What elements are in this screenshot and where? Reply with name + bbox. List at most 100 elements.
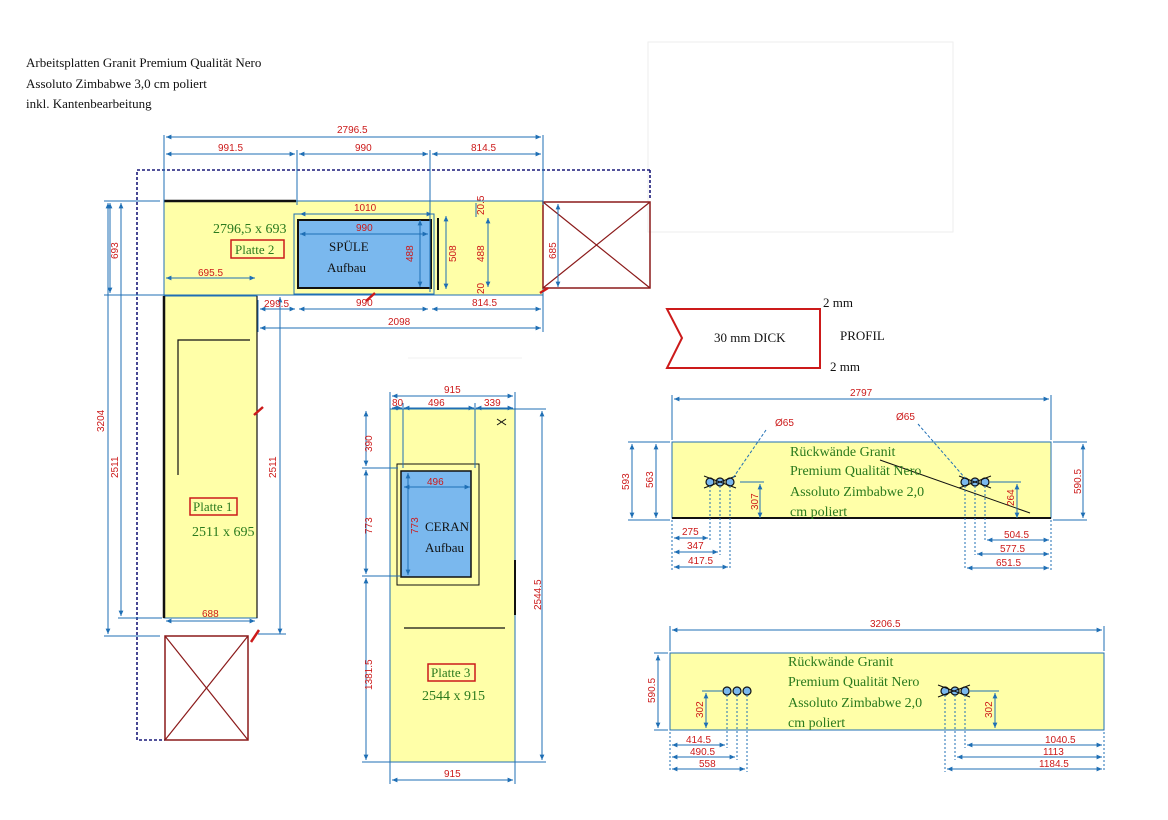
cabinet-box-bottom <box>164 635 249 741</box>
dim-overall: 2796.5 <box>337 125 368 136</box>
plate-3-tag: Platte 3 <box>431 665 470 680</box>
dim-651: 651.5 <box>996 558 1021 569</box>
backsplash-2-line-2: Premium Qualität Nero <box>788 675 919 690</box>
sink-cutout <box>297 219 432 289</box>
dim-414: 414.5 <box>686 735 711 746</box>
cabinet-cross <box>164 635 249 741</box>
hole-diameter-left: Ø65 <box>775 418 794 429</box>
dim-2544: 2544.5 <box>533 579 544 610</box>
dim-693: 693 <box>110 242 121 259</box>
top-dimension-lines <box>104 134 561 637</box>
dim-488-in: 488 <box>405 245 416 262</box>
dim-390: 390 <box>364 435 375 452</box>
plate-2-tag: Platte 2 <box>235 242 274 257</box>
plate-3-tag-box <box>427 663 476 682</box>
dim-990-in: 990 <box>356 223 373 234</box>
dim-seg3: 814.5 <box>471 143 496 154</box>
plate-2-tag-box <box>230 239 285 259</box>
backsplash-2-line-4: cm poliert <box>788 716 845 731</box>
spec-line-3: inkl. Kantenbearbeitung <box>26 96 152 111</box>
dim-488-out: 488 <box>476 245 487 262</box>
backsplash-2-line-3: Assoluto Zimbabwe 2,0 <box>788 696 922 711</box>
dim-1113: 1113 <box>1043 747 1064 758</box>
backsplash-1-diagonal <box>879 459 1031 514</box>
dim-990-b: 990 <box>356 298 373 309</box>
profile-top-mm: 2 mm <box>823 295 853 310</box>
backsplash-1-line-4: cm poliert <box>790 505 847 520</box>
backsplash-1-line-1: Rückwände Granit <box>790 445 895 460</box>
dim-2511-right: 2511 <box>268 456 279 478</box>
dim-20: 20 <box>476 282 487 294</box>
backsplash-2 <box>669 652 1105 731</box>
dim-504: 504.5 <box>1004 530 1029 541</box>
backsplash-2-line-1: Rückwände Granit <box>788 655 893 670</box>
cabinet-cross <box>542 201 651 289</box>
dim-688: 688 <box>202 609 219 620</box>
profile-thickness: 30 mm DICK <box>714 330 786 345</box>
sink-label-1: SPÜLE <box>329 239 369 254</box>
dim-339: 339 <box>484 398 501 409</box>
spec-line-1: Arbeitsplatten Granit Premium Qualität N… <box>26 55 262 70</box>
dim-80: 80 <box>392 398 404 409</box>
dim-558: 558 <box>699 759 716 770</box>
dim-417: 417.5 <box>688 556 713 567</box>
dim-264: 264 <box>1006 489 1017 506</box>
plate-2-size: 2796,5 x 693 <box>213 222 287 237</box>
dim-1040: 1040.5 <box>1045 735 1076 746</box>
cooktop-label-2: Aufbau <box>425 540 464 555</box>
dim-347: 347 <box>687 541 704 552</box>
dim-508: 508 <box>448 245 459 262</box>
dim-685: 685 <box>548 242 559 259</box>
faint-artifact <box>647 41 954 233</box>
dim-590-5-b: 590.5 <box>647 678 658 703</box>
plate-3-size: 2544 x 915 <box>422 689 485 704</box>
profile-shape <box>665 308 821 369</box>
spec-line-2: Assoluto Zimbabwe 3,0 cm poliert <box>26 76 207 91</box>
profile-label: PROFIL <box>840 328 885 343</box>
backsplash-1-width: 2797 <box>850 388 873 399</box>
dim-302-right: 302 <box>984 701 995 718</box>
dim-773: 773 <box>364 517 375 534</box>
plate-1-tag: Platte 1 <box>193 499 232 514</box>
socket-group-right <box>937 684 971 698</box>
dim-490: 490.5 <box>690 747 715 758</box>
socket-group-left <box>722 686 752 696</box>
dim-299: 299.5 <box>264 299 289 310</box>
dim-773-in: 773 <box>410 517 421 534</box>
plate-1-size: 2511 x 695 <box>192 525 254 540</box>
dim-590-5: 590.5 <box>1073 469 1084 494</box>
backsplash-2-width: 3206.5 <box>870 619 901 630</box>
socket-group-left <box>703 475 737 489</box>
cooktop-frame <box>396 463 480 586</box>
dim-seg1: 991.5 <box>218 143 243 154</box>
hole-diameter-right: Ø65 <box>896 412 915 423</box>
dim-695: 695.5 <box>198 268 223 279</box>
corner-mark <box>496 418 507 426</box>
plate-1-tag-box <box>189 497 238 516</box>
dim-577: 577.5 <box>1000 544 1025 555</box>
dim-seg2: 990 <box>355 143 372 154</box>
dim-302-left: 302 <box>695 701 706 718</box>
cooktop-label-1: CERAN <box>425 519 470 534</box>
dim-2511-left: 2511 <box>110 456 121 478</box>
dim-915-top: 915 <box>444 385 461 396</box>
dim-915-bottom: 915 <box>444 769 461 780</box>
dim-496-in: 496 <box>427 477 444 488</box>
sink-label-2: Aufbau <box>327 260 366 275</box>
joint-mark <box>253 406 264 416</box>
backsplash-1-line-2: Premium Qualität Nero <box>790 464 921 479</box>
backsplash-1-line-3: Assoluto Zimbabwe 2,0 <box>790 485 924 500</box>
dim-20-5: 20.5 <box>476 195 487 215</box>
dim-1381: 1381.5 <box>364 659 375 690</box>
dim-496: 496 <box>428 398 445 409</box>
dim-593: 593 <box>621 473 632 490</box>
cabinet-box-right <box>542 201 651 289</box>
plate-3-dimension-lines <box>362 392 546 784</box>
plate-1-guide <box>177 339 250 475</box>
joint-mark <box>249 629 261 643</box>
dim-3204: 3204 <box>96 409 107 432</box>
dim-814-b: 814.5 <box>472 298 497 309</box>
backsplash-1-dimension-lines <box>628 395 1087 571</box>
